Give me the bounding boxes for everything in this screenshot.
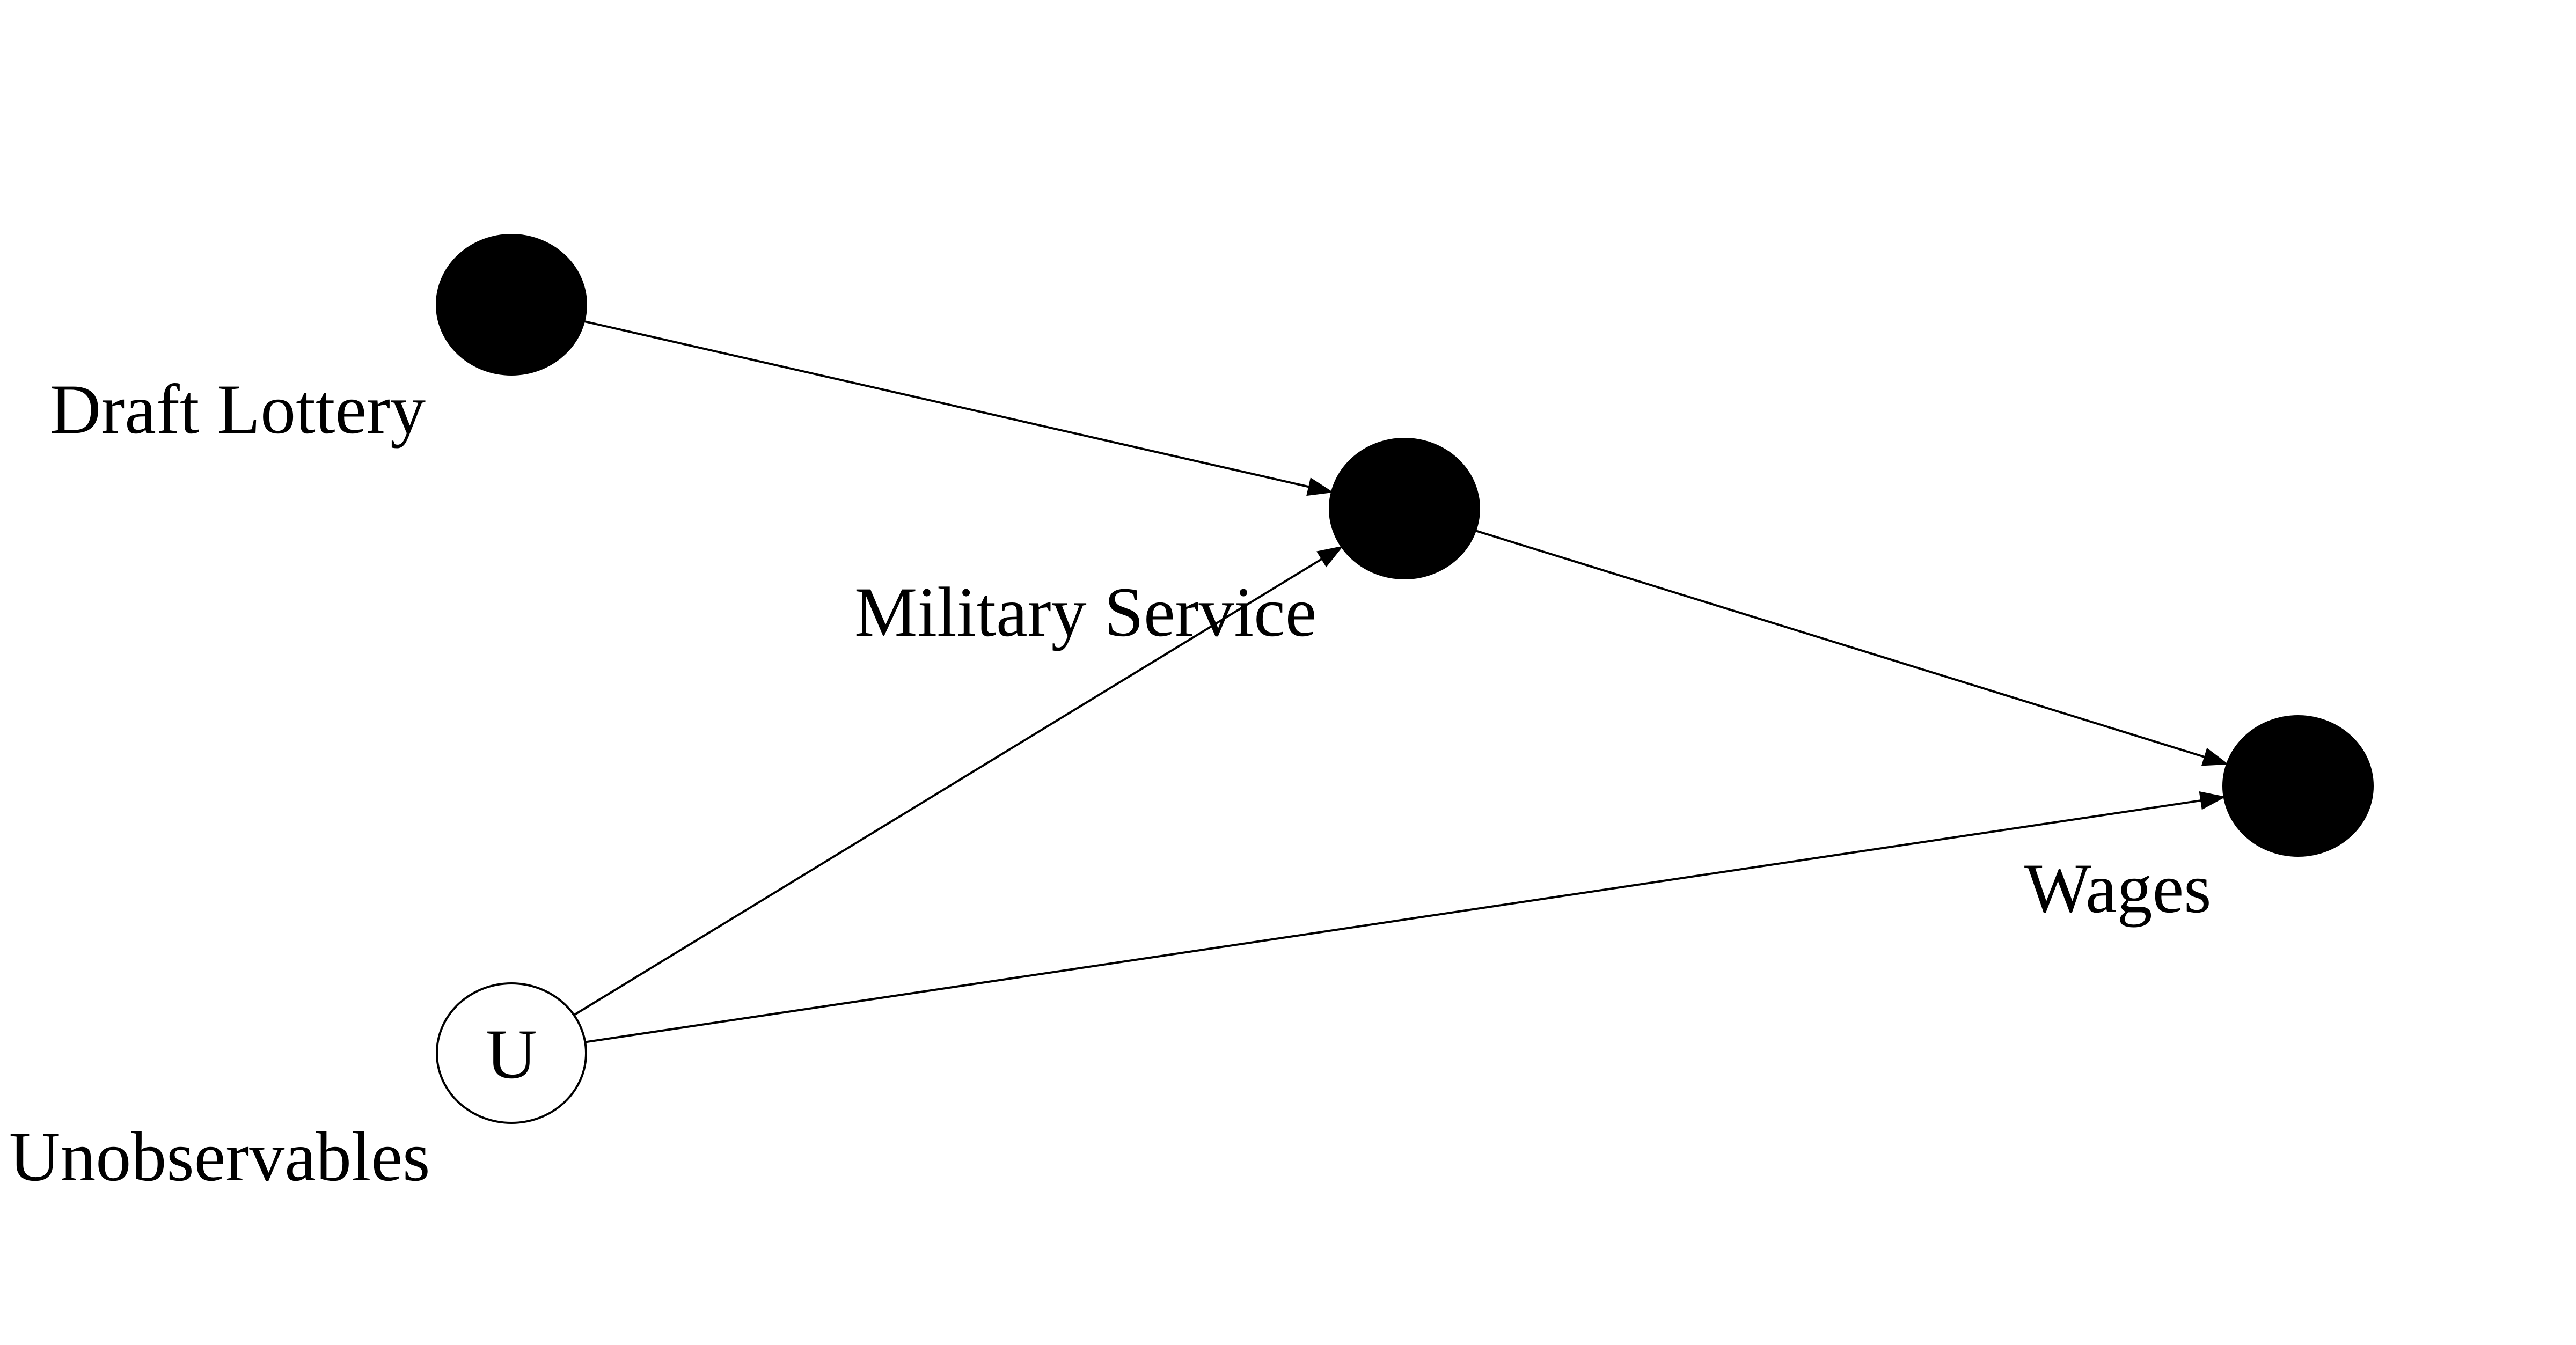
node-military-service: [1329, 438, 1480, 579]
edge-line: [583, 320, 1309, 488]
edge-unobservables-to-wages: [584, 791, 2226, 1043]
edges-layer: [573, 320, 2229, 1043]
arrow-head: [2199, 791, 2226, 810]
node-unobservables-symbol: U: [486, 1015, 537, 1093]
arrow-head: [2201, 748, 2229, 766]
node-military-service-label: Military Service: [854, 572, 1316, 651]
nodes-layer: U: [436, 234, 2374, 1124]
edge-military-service-to-wages: [1475, 530, 2229, 766]
edge-line: [584, 799, 2201, 1043]
node-wages-label: Wages: [2024, 849, 2212, 928]
edge-line: [1475, 530, 2205, 758]
node-wages: [2222, 715, 2374, 857]
node-draft-lottery: [436, 234, 587, 376]
node-draft-lottery-label: Draft Lottery: [50, 370, 426, 449]
node-unobservables: [436, 982, 587, 1124]
edge-draft-lottery-to-military-service: [583, 320, 1334, 496]
node-unobservables-label: Unobservables: [9, 1117, 430, 1196]
edge-unobservables-to-military-service: [573, 546, 1344, 1016]
edge-line: [573, 558, 1323, 1016]
arrow-head: [1316, 546, 1344, 568]
arrow-head: [1306, 477, 1334, 496]
